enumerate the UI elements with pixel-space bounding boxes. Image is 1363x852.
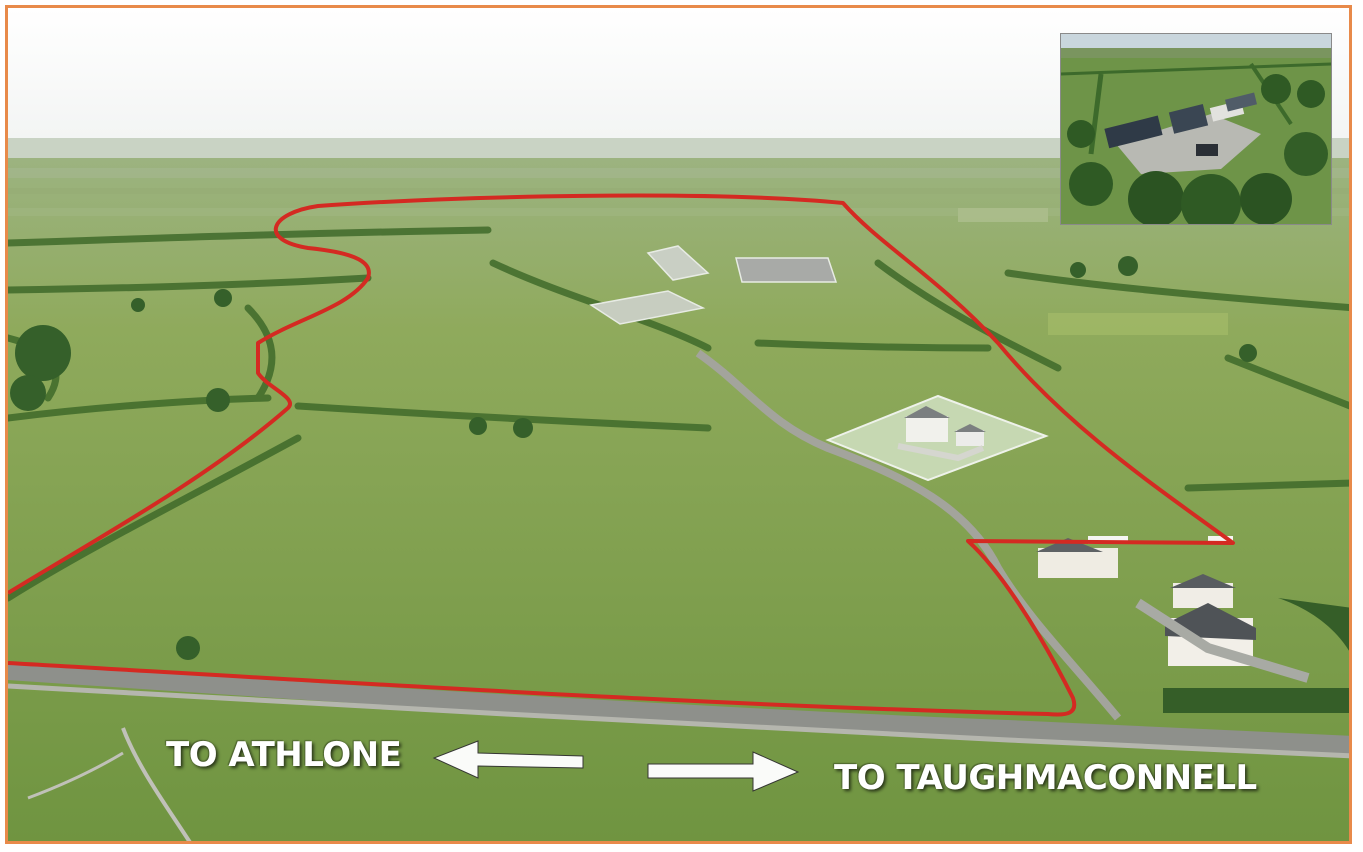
farmyard-inset-photo [1060, 33, 1332, 225]
site-plot-3 [589, 290, 706, 325]
neighbouring-houses [1036, 536, 1310, 683]
to-athlone-label: TO ATHLONE [166, 735, 402, 775]
arrow-right-icon [647, 751, 800, 792]
hedgerows [8, 226, 1349, 602]
house-rendering [897, 406, 986, 462]
to-taughmaconnell-label: TO TAUGHMACONNELL [834, 758, 1257, 798]
site-boundary [8, 193, 1235, 717]
photo-frame: TO ATHLONE TO TAUGHMACONNELL [5, 5, 1352, 844]
field-wall-2 [27, 751, 124, 800]
field-wall [121, 727, 192, 841]
stone-wall [8, 683, 1349, 759]
farmyard-scene [1061, 34, 1331, 224]
main-road [8, 663, 1349, 754]
trees [10, 256, 1257, 660]
site-plot-2 [735, 257, 838, 283]
arrow-left-icon [432, 740, 584, 779]
farm-lane [695, 349, 1122, 721]
roadside-trees [1278, 598, 1349, 651]
distant-fields [8, 168, 1349, 335]
site-plot-1 [646, 245, 710, 281]
roadside-hedge [1163, 688, 1349, 713]
